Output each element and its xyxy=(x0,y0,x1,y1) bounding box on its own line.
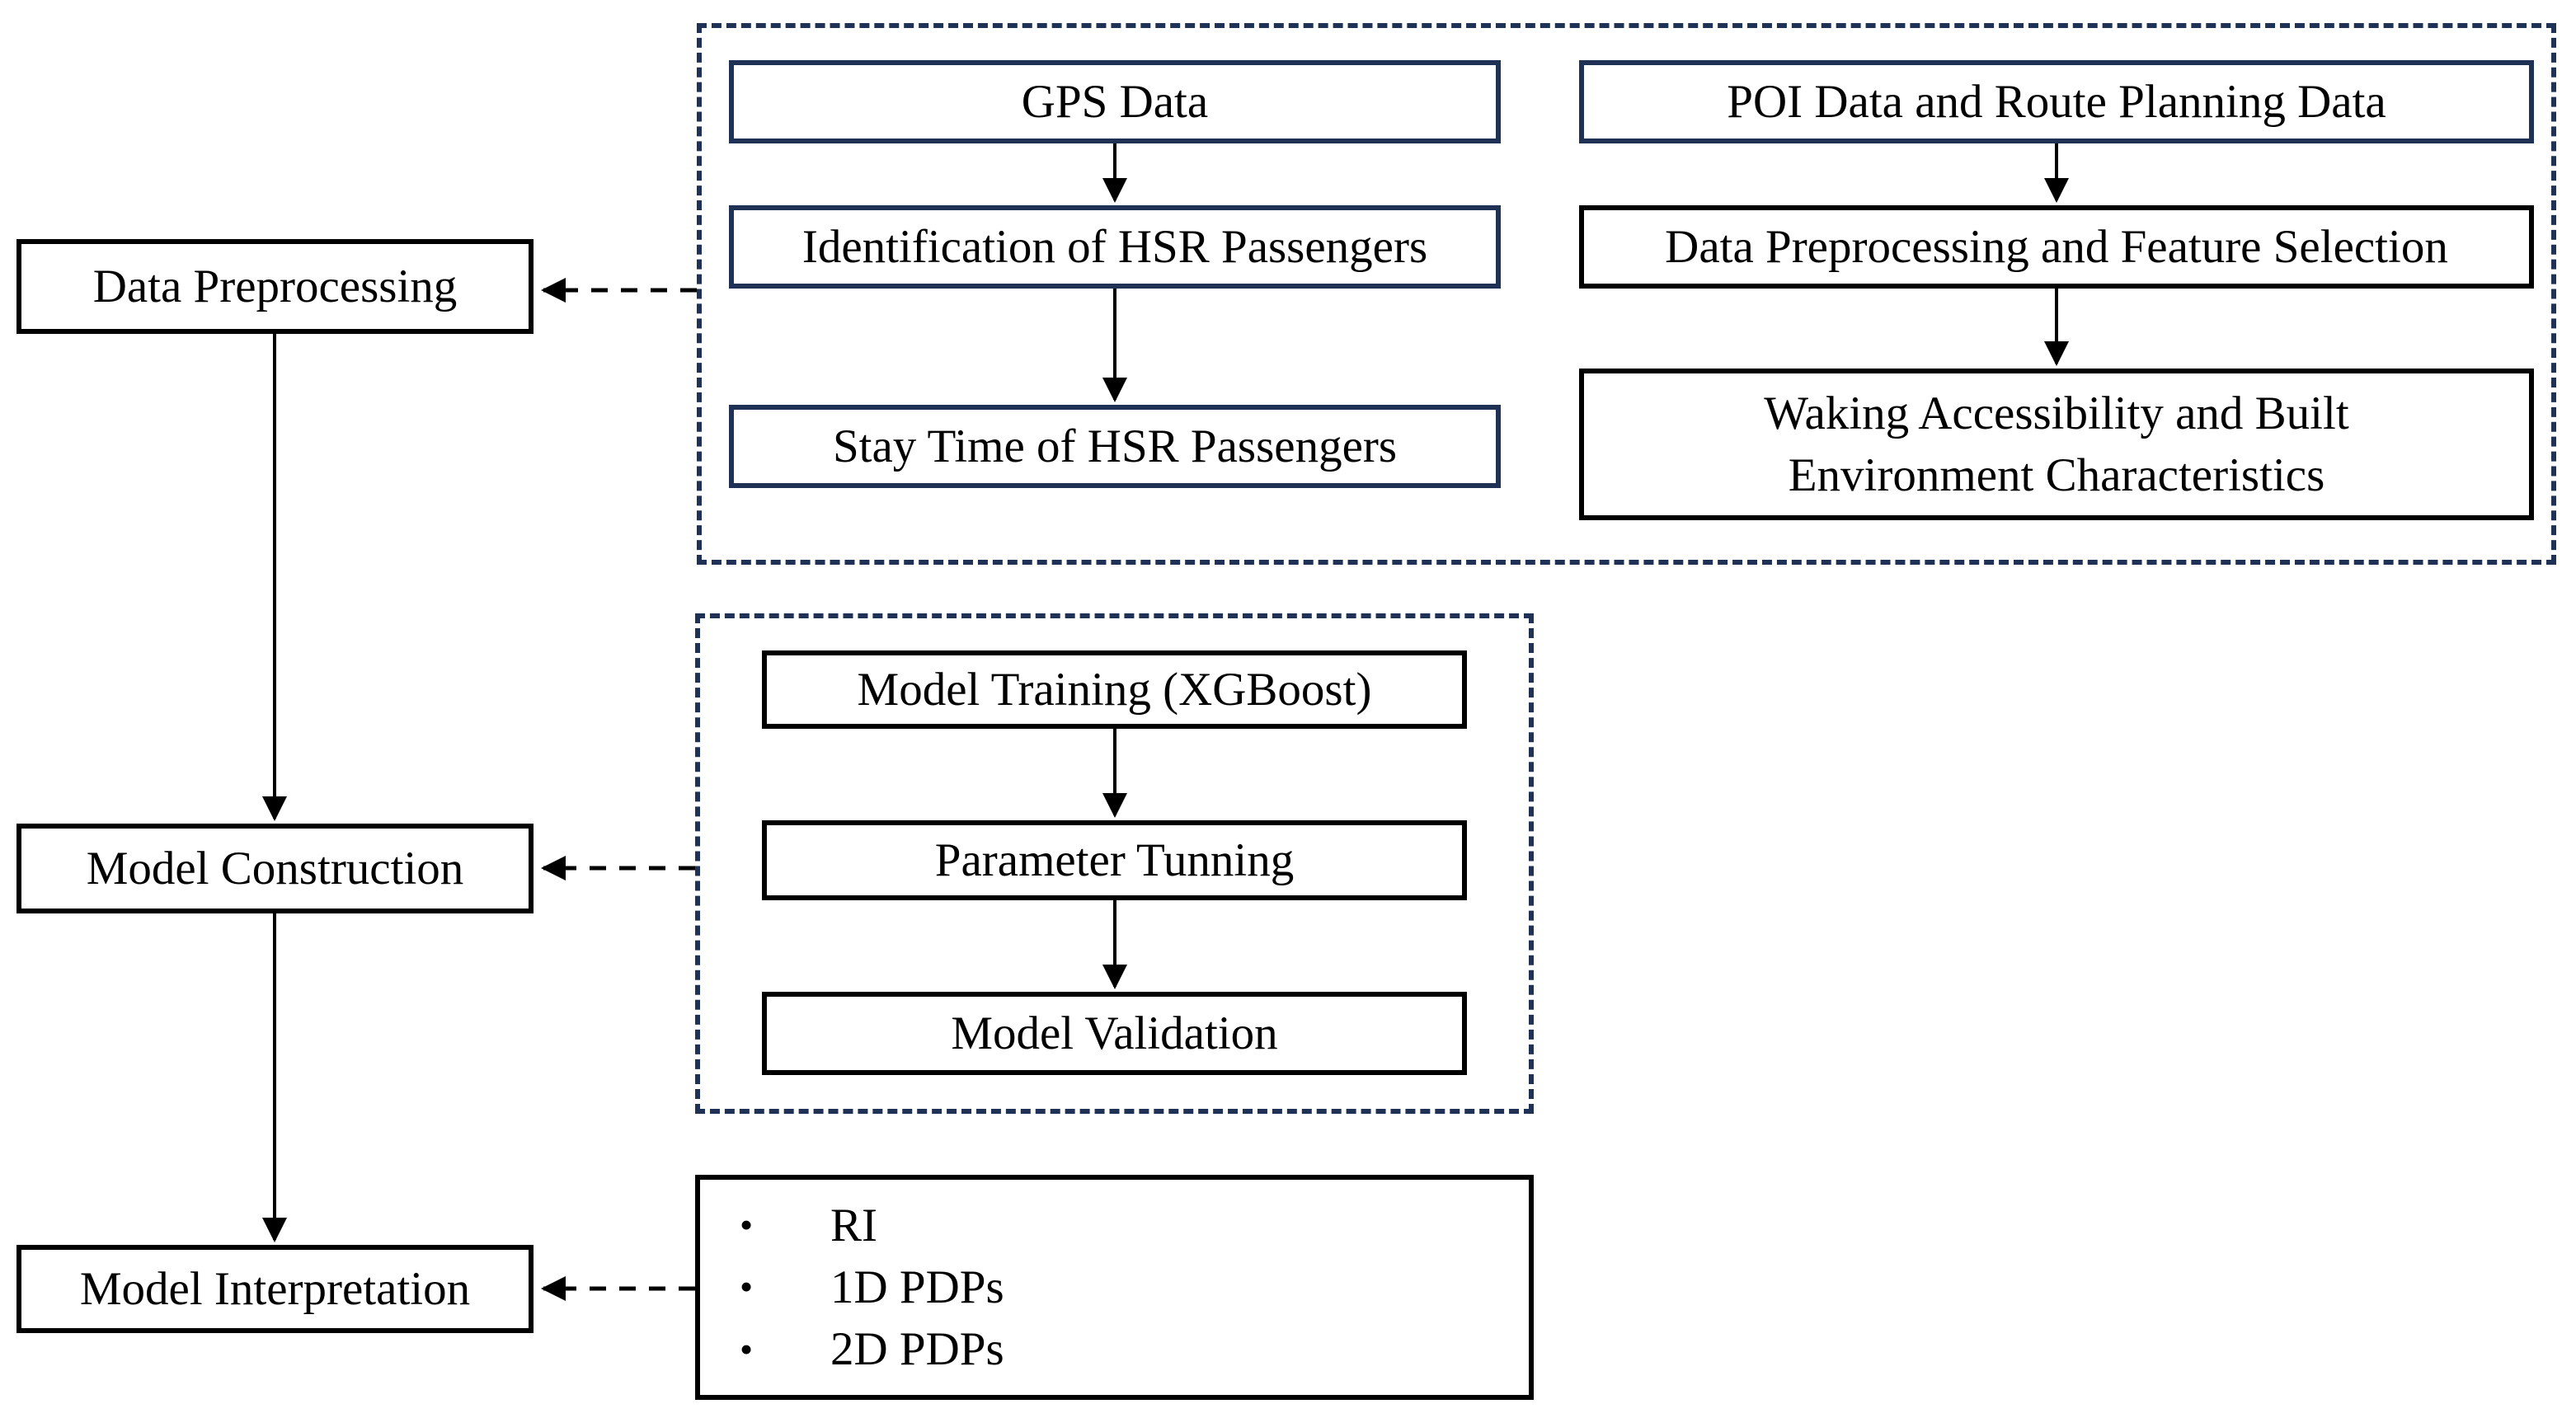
list-item-label-ri: RI xyxy=(830,1200,877,1251)
step-box-model-training-xgboost: Model Training (XGBoost) xyxy=(762,650,1467,729)
step-box-gps-data: GPS Data xyxy=(729,60,1501,143)
interpretation-methods-box: • RI • 1D PDPs • 2D PDPs xyxy=(695,1175,1534,1400)
stage-box-model-interpretation: Model Interpretation xyxy=(16,1245,534,1333)
step-label-gps-data: GPS Data xyxy=(1021,75,1209,128)
step-label-data-preprocessing-feature-selection: Data Preprocessing and Feature Selection xyxy=(1665,220,2448,273)
step-label-stay-time-hsr-passengers: Stay Time of HSR Passengers xyxy=(832,420,1398,472)
bullet-icon: • xyxy=(740,1265,754,1308)
stage-label-model-interpretation: Model Interpretation xyxy=(79,1262,471,1315)
list-item-ri: • RI xyxy=(725,1195,1504,1256)
stage-label-model-construction: Model Construction xyxy=(86,842,464,894)
step-label-parameter-tunning: Parameter Tunning xyxy=(934,833,1295,886)
step-box-identification-hsr-passengers: Identification of HSR Passengers xyxy=(729,205,1501,289)
stage-box-model-construction: Model Construction xyxy=(16,824,534,913)
bullet-icon: • xyxy=(740,1327,754,1370)
step-label-identification-hsr-passengers: Identification of HSR Passengers xyxy=(801,220,1428,273)
step-box-data-preprocessing-feature-selection: Data Preprocessing and Feature Selection xyxy=(1579,205,2534,289)
step-box-stay-time-hsr-passengers: Stay Time of HSR Passengers xyxy=(729,405,1501,488)
model-construction-group-container xyxy=(695,613,1534,1114)
bullet-icon: • xyxy=(740,1204,754,1247)
step-label-waking-accessibility-built-environment: Waking Accessibility and Built Environme… xyxy=(1764,387,2349,501)
step-box-poi-route-planning-data: POI Data and Route Planning Data xyxy=(1579,60,2534,143)
step-box-waking-accessibility-built-environment: Waking Accessibility and Built Environme… xyxy=(1579,369,2534,520)
list-item-label-2d-pdps: 2D PDPs xyxy=(830,1323,1004,1376)
step-box-parameter-tunning: Parameter Tunning xyxy=(762,820,1467,900)
data-preprocessing-group-container xyxy=(697,23,2556,565)
list-item-label-1d-pdps: 1D PDPs xyxy=(830,1261,1004,1314)
step-label-model-validation: Model Validation xyxy=(951,1007,1278,1059)
stage-box-data-preprocessing: Data Preprocessing xyxy=(16,239,534,334)
step-label-poi-route-planning-data: POI Data and Route Planning Data xyxy=(1727,75,2386,128)
stage-label-data-preprocessing: Data Preprocessing xyxy=(92,260,458,312)
step-box-model-validation: Model Validation xyxy=(762,992,1467,1075)
step-label-model-training-xgboost: Model Training (XGBoost) xyxy=(857,663,1372,716)
list-item-1d-pdps: • 1D PDPs xyxy=(725,1256,1504,1318)
list-item-2d-pdps: • 2D PDPs xyxy=(725,1318,1504,1380)
